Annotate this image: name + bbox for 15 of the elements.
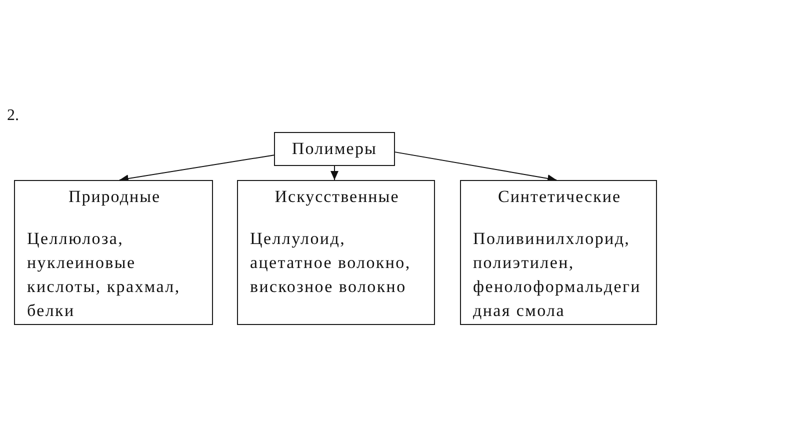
node-heading: Искусственные (274, 186, 400, 208)
node-heading: Синтетические (498, 186, 621, 208)
arrow (394, 152, 558, 182)
node-text: Целлюлоза, нуклеиновые кислоты, крахмал, белки (27, 228, 182, 322)
node-title: Полимеры (292, 139, 378, 159)
process-box (460, 180, 657, 325)
process-box (237, 180, 435, 325)
process-box (274, 132, 395, 166)
node-text: Целлулоид, ацетатное волокно, вискозное волокно (250, 228, 412, 298)
arrow (118, 154, 274, 183)
arrow (330, 166, 338, 180)
node-heading: Природные (68, 186, 161, 208)
task-number: 2. (7, 106, 19, 126)
process-box (14, 180, 213, 325)
node-text: Поливинилхлорид, полиэтилен, фенолоформальдегидная смола (473, 228, 642, 322)
